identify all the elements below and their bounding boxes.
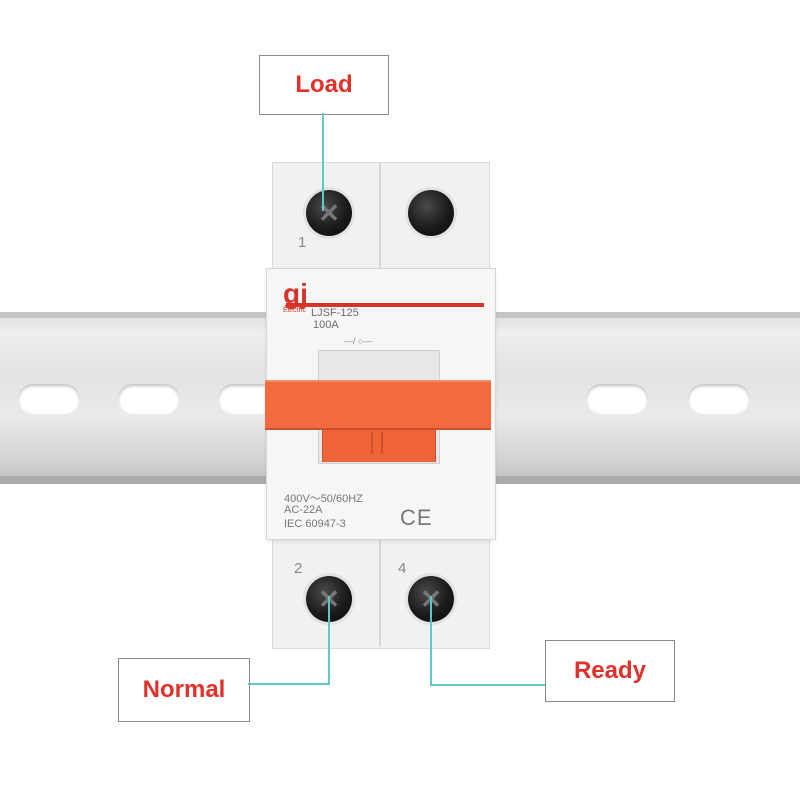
- handle-ridge: [381, 432, 383, 454]
- switch-symbol-icon: —/ ○—: [344, 336, 373, 346]
- leader-line-ready-v: [430, 596, 432, 686]
- callout-load: Load: [259, 55, 389, 115]
- rail-slot: [118, 384, 180, 414]
- switch-lower-housing: [272, 536, 490, 649]
- screw-head-icon: ✕: [318, 198, 340, 228]
- handle-ridge: [371, 432, 373, 454]
- pole-divider: [379, 540, 381, 646]
- current-rating: 100A: [313, 319, 339, 331]
- terminal-number-4: 4: [398, 560, 407, 577]
- ce-mark: CE: [400, 505, 433, 530]
- pole-divider: [379, 162, 381, 268]
- terminal-number-1: 1: [298, 234, 307, 251]
- red-accent-strip: [286, 303, 484, 307]
- callout-normal: Normal: [118, 658, 250, 722]
- leader-line-load: [322, 113, 324, 211]
- brand-name: Electric: [283, 307, 306, 314]
- callout-ready: Ready: [545, 640, 675, 702]
- brand-logo: gj: [283, 278, 308, 309]
- terminal-hole-3: [408, 190, 454, 236]
- terminal-screw-1: ✕: [306, 190, 352, 236]
- model-number: LJSF-125: [311, 307, 359, 319]
- voltage-spec: 400V～50/60HZ: [284, 493, 363, 505]
- category-spec: AC-22A: [284, 504, 323, 516]
- terminal-number-2: 2: [294, 560, 303, 577]
- rail-slot: [688, 384, 750, 414]
- leader-line-normal-h: [248, 683, 330, 685]
- toggle-handle[interactable]: [265, 380, 491, 430]
- rail-slot: [586, 384, 648, 414]
- rail-slot: [18, 384, 80, 414]
- leader-line-ready-h: [430, 684, 545, 686]
- leader-line-normal-v: [328, 596, 330, 685]
- standard-spec: IEC 60947-3: [284, 518, 346, 530]
- handle-stem: [322, 426, 436, 462]
- switch-upper-housing: [272, 162, 490, 283]
